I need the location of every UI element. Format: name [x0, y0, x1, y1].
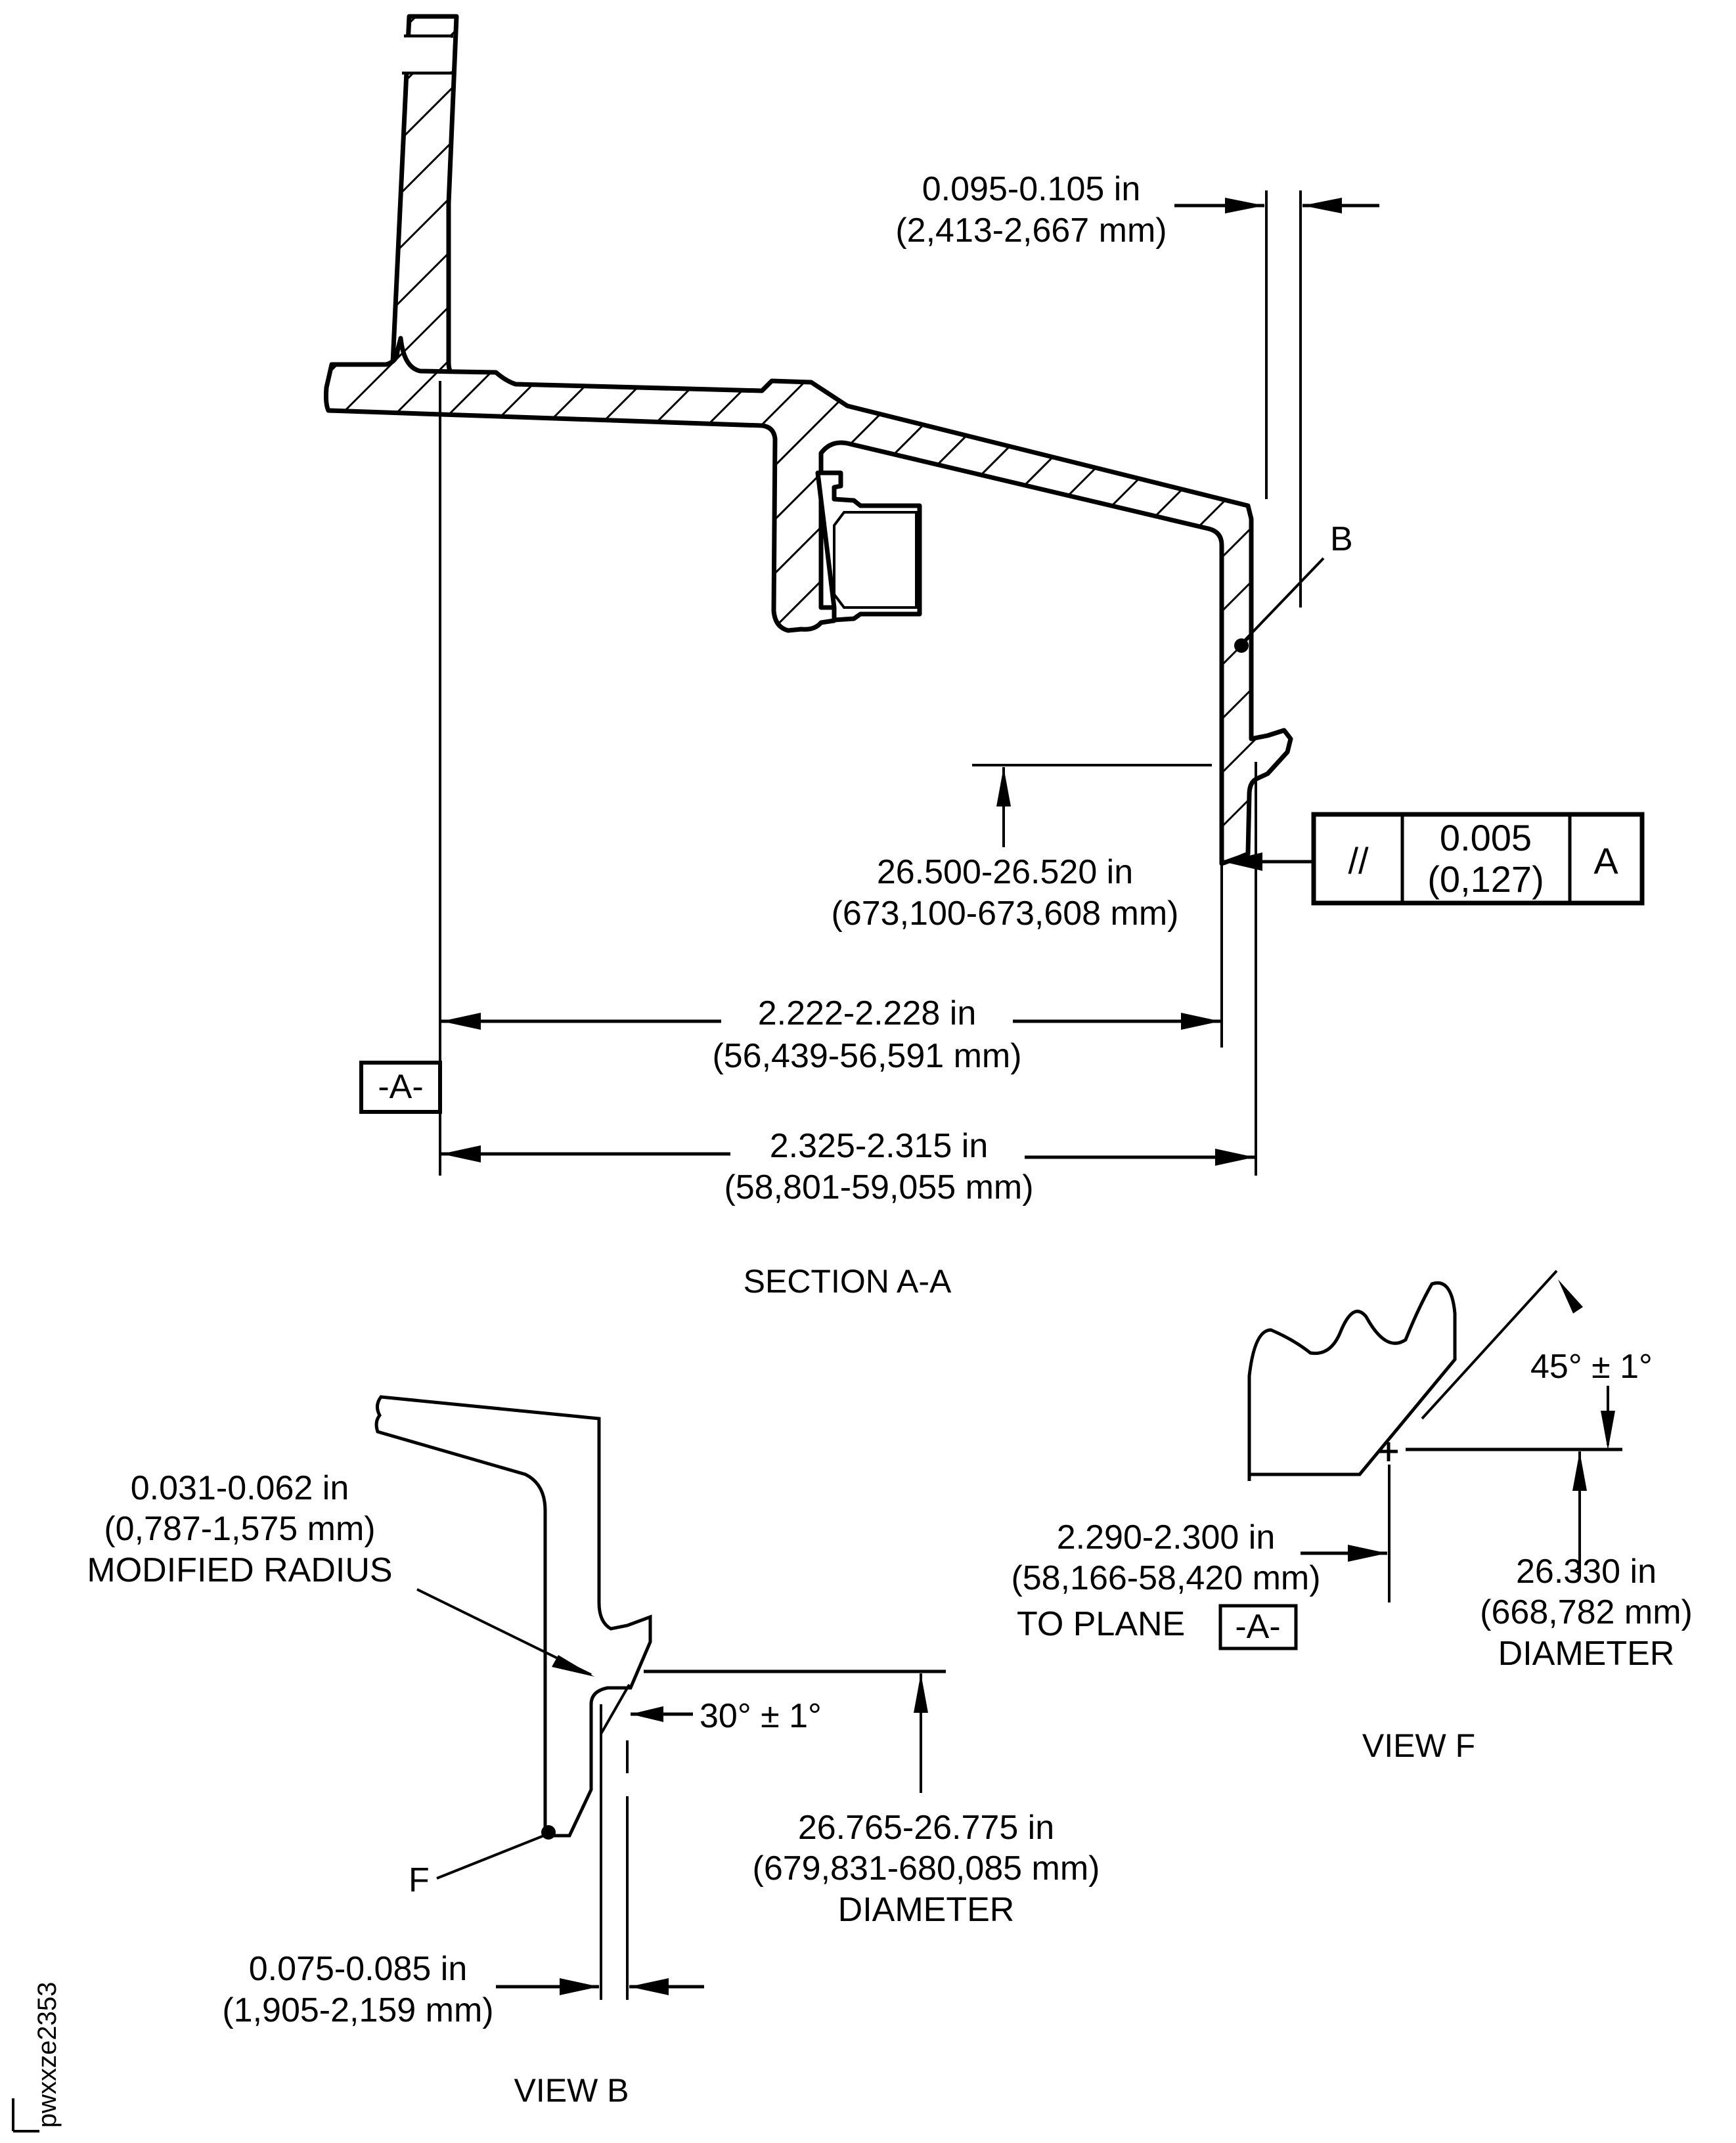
figure-id-label: pwxxze2353 [33, 1982, 62, 2128]
view-f-part-outline [1247, 1281, 1457, 1481]
arrow-icon [1215, 1149, 1255, 1166]
boss-insert [815, 470, 922, 623]
view-f-diameter-in: 26.330 in [1516, 1553, 1657, 1591]
arrow-icon [629, 1978, 669, 1995]
fcf-tolerance-mm: (0,127) [1427, 858, 1544, 900]
callout-b-label: B [1330, 520, 1353, 558]
callout-f-dot [541, 1825, 556, 1840]
view-f: 45° ± 1° 2.290-2.300 in (58,166-58,420 m… [1011, 1270, 1693, 1764]
callout-f-leader [436, 1834, 545, 1880]
arrow-icon [441, 1013, 481, 1030]
callout-b-leader [1243, 557, 1325, 642]
datum-a-label: -A- [378, 1068, 423, 1106]
arrow-icon [1348, 1545, 1387, 1562]
bore-outline [833, 511, 918, 609]
callout-f-label: F [409, 1861, 430, 1899]
view-f-distance-in: 2.290-2.300 in [1057, 1518, 1276, 1557]
arrow-icon [996, 767, 1011, 806]
view-b-diameter-note: DIAMETER [838, 1891, 1015, 1929]
view-b-radius-mm: (0,787-1,575 mm) [104, 1510, 375, 1548]
section-aa: B 0.095-0.105 in (2,413-2,667 mm) 26.500… [323, 14, 1645, 1300]
view-b-thickness-in: 0.075-0.085 in [249, 1950, 468, 1988]
callout-b-dot [1234, 638, 1249, 653]
arrow-icon [1572, 1451, 1587, 1491]
view-b-title: VIEW B [514, 2072, 629, 2109]
view-b-angle: 30° ± 1° [700, 1697, 822, 1735]
view-f-diameter-mm: (668,782 mm) [1480, 1593, 1693, 1631]
view-f-title: VIEW F [1362, 1727, 1475, 1764]
figure-id: pwxxze2353 [12, 1982, 62, 2132]
section-aa-title: SECTION A-A [744, 1263, 952, 1300]
view-f-diameter-note: DIAMETER [1498, 1635, 1675, 1673]
arrow-icon [1601, 1411, 1615, 1450]
view-f-datum-label: -A- [1235, 1608, 1280, 1646]
dim-diameter-in: 26.500-26.520 in [877, 853, 1133, 891]
view-f-angle: 45° ± 1° [1530, 1348, 1653, 1386]
view-f-distance-mm: (58,166-58,420 mm) [1011, 1559, 1320, 1597]
dim-diameter-mm: (673,100-673,608 mm) [832, 895, 1179, 933]
arrow-icon [1181, 1013, 1220, 1030]
arrow-icon [1225, 198, 1264, 213]
dim-flange-thickness-mm: (2,413-2,667 mm) [895, 211, 1167, 250]
arrow-icon [914, 1673, 928, 1713]
arrow-icon [441, 1145, 481, 1162]
flange-unhatched-band [402, 37, 451, 72]
dim-outer-length-in: 2.325-2.315 in [770, 1127, 989, 1165]
parallelism-icon: // [1348, 840, 1369, 881]
fcf-box [1311, 812, 1645, 906]
fcf-datum: A [1593, 840, 1618, 881]
dim-inner-length-mm: (56,439-56,591 mm) [712, 1037, 1021, 1075]
arrow-icon [560, 1978, 599, 1995]
chamfer-line [600, 1684, 631, 1734]
view-b: F 0.031-0.062 in (0,787-1,575 mm) MODIFI… [87, 1395, 1100, 2109]
arrow-icon [1558, 1279, 1583, 1314]
arrow-icon [552, 1655, 594, 1677]
view-b-radius-in: 0.031-0.062 in [131, 1469, 349, 1507]
datum-a-box [359, 1061, 442, 1114]
datum-a-box [1218, 1604, 1298, 1650]
arrow-icon [631, 1706, 663, 1722]
fcf-tolerance-in: 0.005 [1440, 817, 1532, 858]
view-b-radius-note: MODIFIED RADIUS [87, 1551, 392, 1589]
arrow-icon [1302, 198, 1342, 213]
view-f-to-plane: TO PLANE [1017, 1605, 1185, 1643]
view-b-thickness-mm: (1,905-2,159 mm) [222, 1991, 493, 2029]
feature-control-frame: // 0.005 (0,127) A [1223, 812, 1645, 906]
cone-shell [323, 336, 1293, 866]
view-b-diameter-mm: (679,831-680,085 mm) [753, 1849, 1100, 1888]
view-b-diameter-in: 26.765-26.775 in [798, 1809, 1054, 1847]
angle-reference-line [1421, 1270, 1558, 1420]
view-b-part-outline [374, 1395, 652, 1838]
dim-outer-length-mm: (58,801-59,055 mm) [724, 1168, 1033, 1206]
dim-flange-thickness-in: 0.095-0.105 in [922, 170, 1141, 208]
arrow-icon [1223, 852, 1262, 871]
dim-inner-length-in: 2.222-2.228 in [758, 994, 977, 1032]
